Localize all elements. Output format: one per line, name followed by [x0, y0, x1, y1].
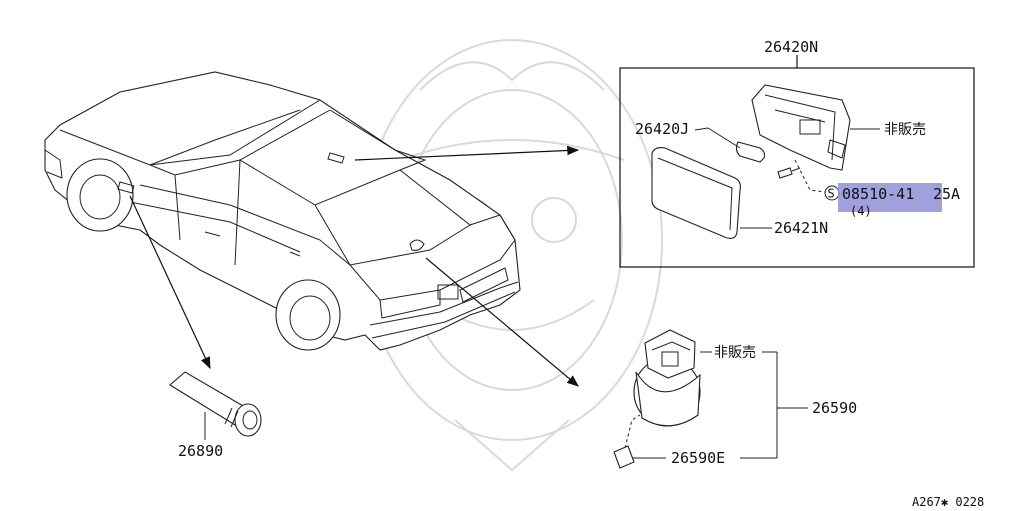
- circle-s-icon: S: [824, 185, 840, 201]
- arrow-to-room-lamp: [354, 145, 580, 161]
- drawing-code: A267✱ 0228: [912, 495, 984, 509]
- label-26421N[interactable]: 26421N: [774, 219, 828, 237]
- arrow-to-trunk-lamp: [425, 257, 579, 387]
- label-26420J[interactable]: 26420J: [635, 120, 689, 138]
- trunk-lamp-group: [613, 329, 808, 469]
- selected-part-highlight: [838, 183, 942, 212]
- label-26590[interactable]: 26590: [812, 399, 857, 417]
- label-screw-part[interactable]: 08510-41: [842, 185, 914, 203]
- label-26890[interactable]: 26890: [178, 442, 223, 460]
- label-not-sold-bottom: 非販売: [714, 345, 756, 361]
- arrow-to-side-bulb: [129, 195, 211, 370]
- pointer-arrows: [129, 145, 580, 387]
- label-screw-suffix[interactable]: 25A: [933, 185, 960, 203]
- label-not-sold-top: 非販売: [884, 122, 926, 138]
- label-screw-qty: (4): [850, 204, 872, 218]
- svg-text:S: S: [828, 187, 835, 201]
- room-lamp-group: S: [619, 55, 975, 268]
- side-bulb-group: [169, 371, 262, 440]
- label-26590E[interactable]: 26590E: [671, 449, 725, 467]
- label-26420N[interactable]: 26420N: [764, 38, 818, 56]
- car-illustration: [44, 71, 521, 351]
